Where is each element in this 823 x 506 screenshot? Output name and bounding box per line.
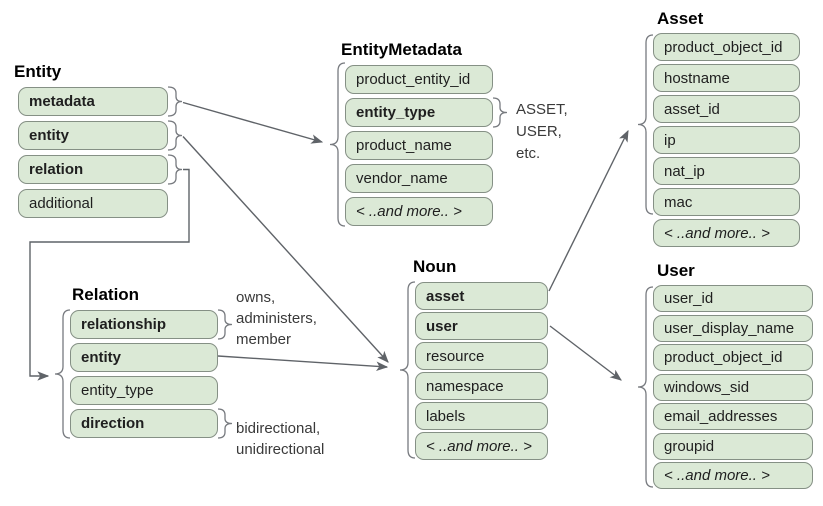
brace-relation-left — [54, 309, 71, 439]
field-row: vendor_name — [345, 164, 493, 193]
field-row: product_entity_id — [345, 65, 493, 94]
field-row: resource — [415, 342, 548, 370]
field-row: metadata — [18, 87, 168, 116]
table-entity-rows: metadata entity relation additional — [18, 87, 168, 218]
annotation-line: owns, — [236, 289, 276, 306]
annotation-line: USER, — [516, 123, 562, 140]
table-noun-title: Noun — [413, 257, 457, 276]
field-row: entity — [18, 121, 168, 150]
field-row: user_id — [653, 285, 813, 312]
arrow-relation-entity-to-noun — [217, 355, 389, 372]
field-row: < ..and more.. > — [415, 432, 548, 460]
arrow-entity-metadata-to-entitymetadata — [182, 101, 324, 144]
field-row: direction — [70, 409, 218, 438]
table-user-title: User — [657, 261, 695, 280]
arrow-noun-user-to-user — [549, 325, 622, 381]
field-row: entity — [70, 343, 218, 372]
table-entity-title: Entity — [14, 62, 62, 81]
table-entitymetadata-rows: product_entity_id entity_type product_name… — [345, 65, 493, 226]
annotation-relationship-values: owns, administers, member — [236, 287, 317, 350]
field-row: < ..and more.. > — [345, 197, 493, 226]
field-row: namespace — [415, 372, 548, 400]
field-row: groupid — [653, 432, 813, 460]
field-row: product_object_id — [653, 344, 813, 371]
field-row: additional — [18, 189, 168, 218]
annotation-line: etc. — [516, 145, 541, 162]
annotation-line: unidirectional — [236, 441, 325, 458]
annotation-line: administers, — [236, 310, 317, 327]
annotation-line: member — [236, 331, 292, 348]
field-row: product_object_id — [653, 33, 800, 61]
field-row: asset_id — [653, 95, 800, 123]
brace-user-left — [637, 286, 654, 488]
field-row: relation — [18, 155, 168, 184]
table-entity: Entity metadata entity relation additional — [14, 62, 168, 218]
table-entitymetadata: EntityMetadata product_entity_id entity_t… — [341, 40, 493, 226]
table-asset-title: Asset — [657, 9, 704, 28]
field-row: labels — [415, 402, 548, 430]
brace-entitymetadata-left — [329, 62, 346, 227]
field-row: user — [415, 312, 548, 340]
field-row: product_name — [345, 131, 493, 160]
field-row: asset — [415, 282, 548, 310]
field-row: windows_sid — [653, 373, 813, 401]
brace-direction-values — [217, 408, 233, 439]
table-entitymetadata-title: EntityMetadata — [341, 40, 462, 59]
annotation-entity-type-values: ASSET, USER, etc. — [516, 99, 568, 165]
field-row: nat_ip — [653, 157, 800, 185]
brace-relationship-values — [217, 309, 233, 340]
field-row: entity_type — [345, 98, 493, 127]
brace-entity-entity — [167, 120, 183, 151]
field-row: entity_type — [70, 376, 218, 405]
field-row: email_addresses — [653, 403, 813, 430]
brace-entity-metadata — [167, 86, 183, 117]
brace-entity-type-values — [492, 97, 508, 128]
field-row: < ..and more.. > — [653, 462, 813, 489]
field-row: ip — [653, 126, 800, 154]
table-relation-rows: relationship entity entity_type direction — [70, 310, 218, 438]
annotation-direction-values: bidirectional, unidirectional — [236, 418, 324, 460]
brace-asset-left — [637, 34, 654, 215]
field-row: user_display_name — [653, 314, 813, 342]
brace-noun-left — [399, 281, 416, 459]
annotation-line: bidirectional, — [236, 420, 321, 437]
annotation-line: ASSET, — [516, 101, 568, 118]
field-row: mac — [653, 188, 800, 216]
table-relation-title: Relation — [72, 285, 140, 304]
brace-entity-relation — [167, 154, 183, 185]
field-row: < ..and more.. > — [653, 219, 800, 247]
field-row: relationship — [70, 310, 218, 339]
field-row: hostname — [653, 64, 800, 92]
